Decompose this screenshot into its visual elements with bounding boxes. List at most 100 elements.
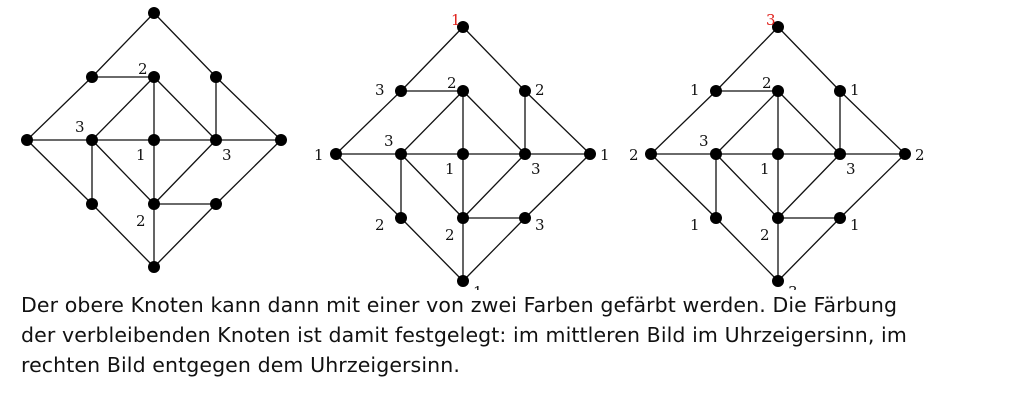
edge-top-top_left: [715, 26, 779, 92]
node-label-center: 1: [760, 160, 770, 178]
node-label-center: 1: [445, 160, 455, 178]
edge-bottom_right-bottom: [153, 203, 217, 268]
edge-top_right-right: [215, 76, 282, 141]
node-label-left: 2: [629, 146, 639, 164]
node-label-top_right: 2: [535, 81, 545, 99]
edge-inner_top-inner_right: [462, 90, 526, 155]
edge-right-bottom_right: [524, 153, 591, 219]
edge-top_left-left: [26, 76, 93, 141]
node-left: [21, 134, 33, 146]
node-label-bottom: 1: [473, 283, 483, 290]
caption-line-3: rechten Bild entgegen dem Uhrzeigersinn.: [21, 353, 460, 377]
node-label-inner_right: 3: [222, 146, 232, 164]
node-inner_bottom: [457, 212, 469, 224]
node-inner_left: [710, 148, 722, 160]
edge-inner_right-inner_bottom: [153, 139, 217, 205]
node-inner_right: [210, 134, 222, 146]
node-right: [275, 134, 287, 146]
node-label-top: 1: [451, 11, 461, 29]
node-top_left: [395, 85, 407, 97]
node-label-bottom_right: 1: [850, 216, 860, 234]
edge-top_right-right: [524, 90, 591, 155]
edge-inner_top-inner_left: [400, 90, 464, 155]
node-label-inner_bottom: 2: [445, 226, 455, 244]
node-left: [330, 148, 342, 160]
caption-line-2: der verbleibenden Knoten ist damit festg…: [21, 323, 907, 347]
node-label-bottom_right: 3: [535, 216, 545, 234]
edge-left-bottom_left: [650, 153, 717, 219]
edge-bottom_left-bottom: [400, 217, 464, 282]
node-label-inner_bottom: 2: [136, 212, 146, 230]
node-center: [772, 148, 784, 160]
node-label-top: 3: [766, 11, 776, 29]
node-top_right: [210, 71, 222, 83]
graph-left: 3 2 1 3 2: [21, 7, 287, 273]
node-bottom: [148, 261, 160, 273]
edge-top_right-right: [839, 90, 906, 155]
caption-line-1: Der obere Knoten kann dann mit einer von…: [21, 293, 898, 317]
node-label-bottom_left: 2: [375, 216, 385, 234]
edge-top-top_left: [91, 12, 155, 78]
edge-bottom_left-bottom: [91, 203, 155, 268]
node-top_right: [519, 85, 531, 97]
node-left: [645, 148, 657, 160]
node-inner_top: [148, 71, 160, 83]
edge-bottom_left-bottom: [715, 217, 779, 282]
node-label-bottom_left: 1: [690, 216, 700, 234]
node-inner_bottom: [148, 198, 160, 210]
edge-top-top_right: [777, 26, 841, 92]
edge-right-bottom_right: [839, 153, 906, 219]
node-bottom_left: [395, 212, 407, 224]
node-label-inner_left: 3: [75, 118, 85, 136]
node-bottom_right: [519, 212, 531, 224]
graph-coloring-figure: 3213213211231321323112211332132: [21, 7, 925, 290]
edge-top_left-left: [335, 90, 402, 155]
node-label-right: 1: [600, 146, 610, 164]
node-top: [148, 7, 160, 19]
node-label-inner_bottom: 2: [760, 226, 770, 244]
edge-right-bottom_right: [215, 139, 282, 205]
node-inner_top: [457, 85, 469, 97]
edge-inner_right-inner_bottom: [462, 153, 526, 219]
node-inner_bottom: [772, 212, 784, 224]
edge-bottom_right-bottom: [777, 217, 841, 282]
edge-inner_right-inner_bottom: [777, 153, 841, 219]
caption: Der obere Knoten kann dann mit einer von…: [21, 290, 996, 380]
node-center: [148, 134, 160, 146]
edge-inner_left-inner_bottom: [400, 153, 464, 219]
node-top: [772, 21, 784, 33]
node-right: [584, 148, 596, 160]
node-top_left: [710, 85, 722, 97]
edge-inner_top-inner_right: [777, 90, 841, 155]
node-bottom_right: [210, 198, 222, 210]
edge-inner_top-inner_left: [715, 90, 779, 155]
edge-top-top_right: [462, 26, 526, 92]
node-label-inner_left: 3: [384, 132, 394, 150]
node-bottom_right: [834, 212, 846, 224]
graph-right: 3112211332132: [629, 11, 925, 290]
node-inner_top: [772, 85, 784, 97]
node-top: [457, 21, 469, 33]
node-label-top_left: 1: [690, 81, 700, 99]
node-label-inner_top: 2: [762, 74, 772, 92]
edge-left-bottom_left: [335, 153, 402, 219]
node-inner_left: [86, 134, 98, 146]
node-inner_left: [395, 148, 407, 160]
node-bottom: [772, 275, 784, 287]
node-label-inner_top: 2: [138, 60, 148, 78]
edge-inner_top-inner_right: [153, 76, 217, 141]
node-top_right: [834, 85, 846, 97]
node-label-center: 1: [136, 146, 146, 164]
node-bottom_left: [86, 198, 98, 210]
node-label-right: 2: [915, 146, 925, 164]
edge-inner_left-inner_bottom: [715, 153, 779, 219]
node-label-bottom: 3: [788, 283, 798, 290]
node-label-inner_top: 2: [447, 74, 457, 92]
node-center: [457, 148, 469, 160]
edge-top-top_right: [153, 12, 217, 78]
node-right: [899, 148, 911, 160]
node-bottom: [457, 275, 469, 287]
node-label-inner_right: 3: [846, 160, 856, 178]
node-label-top_right: 1: [850, 81, 860, 99]
node-label-inner_right: 3: [531, 160, 541, 178]
